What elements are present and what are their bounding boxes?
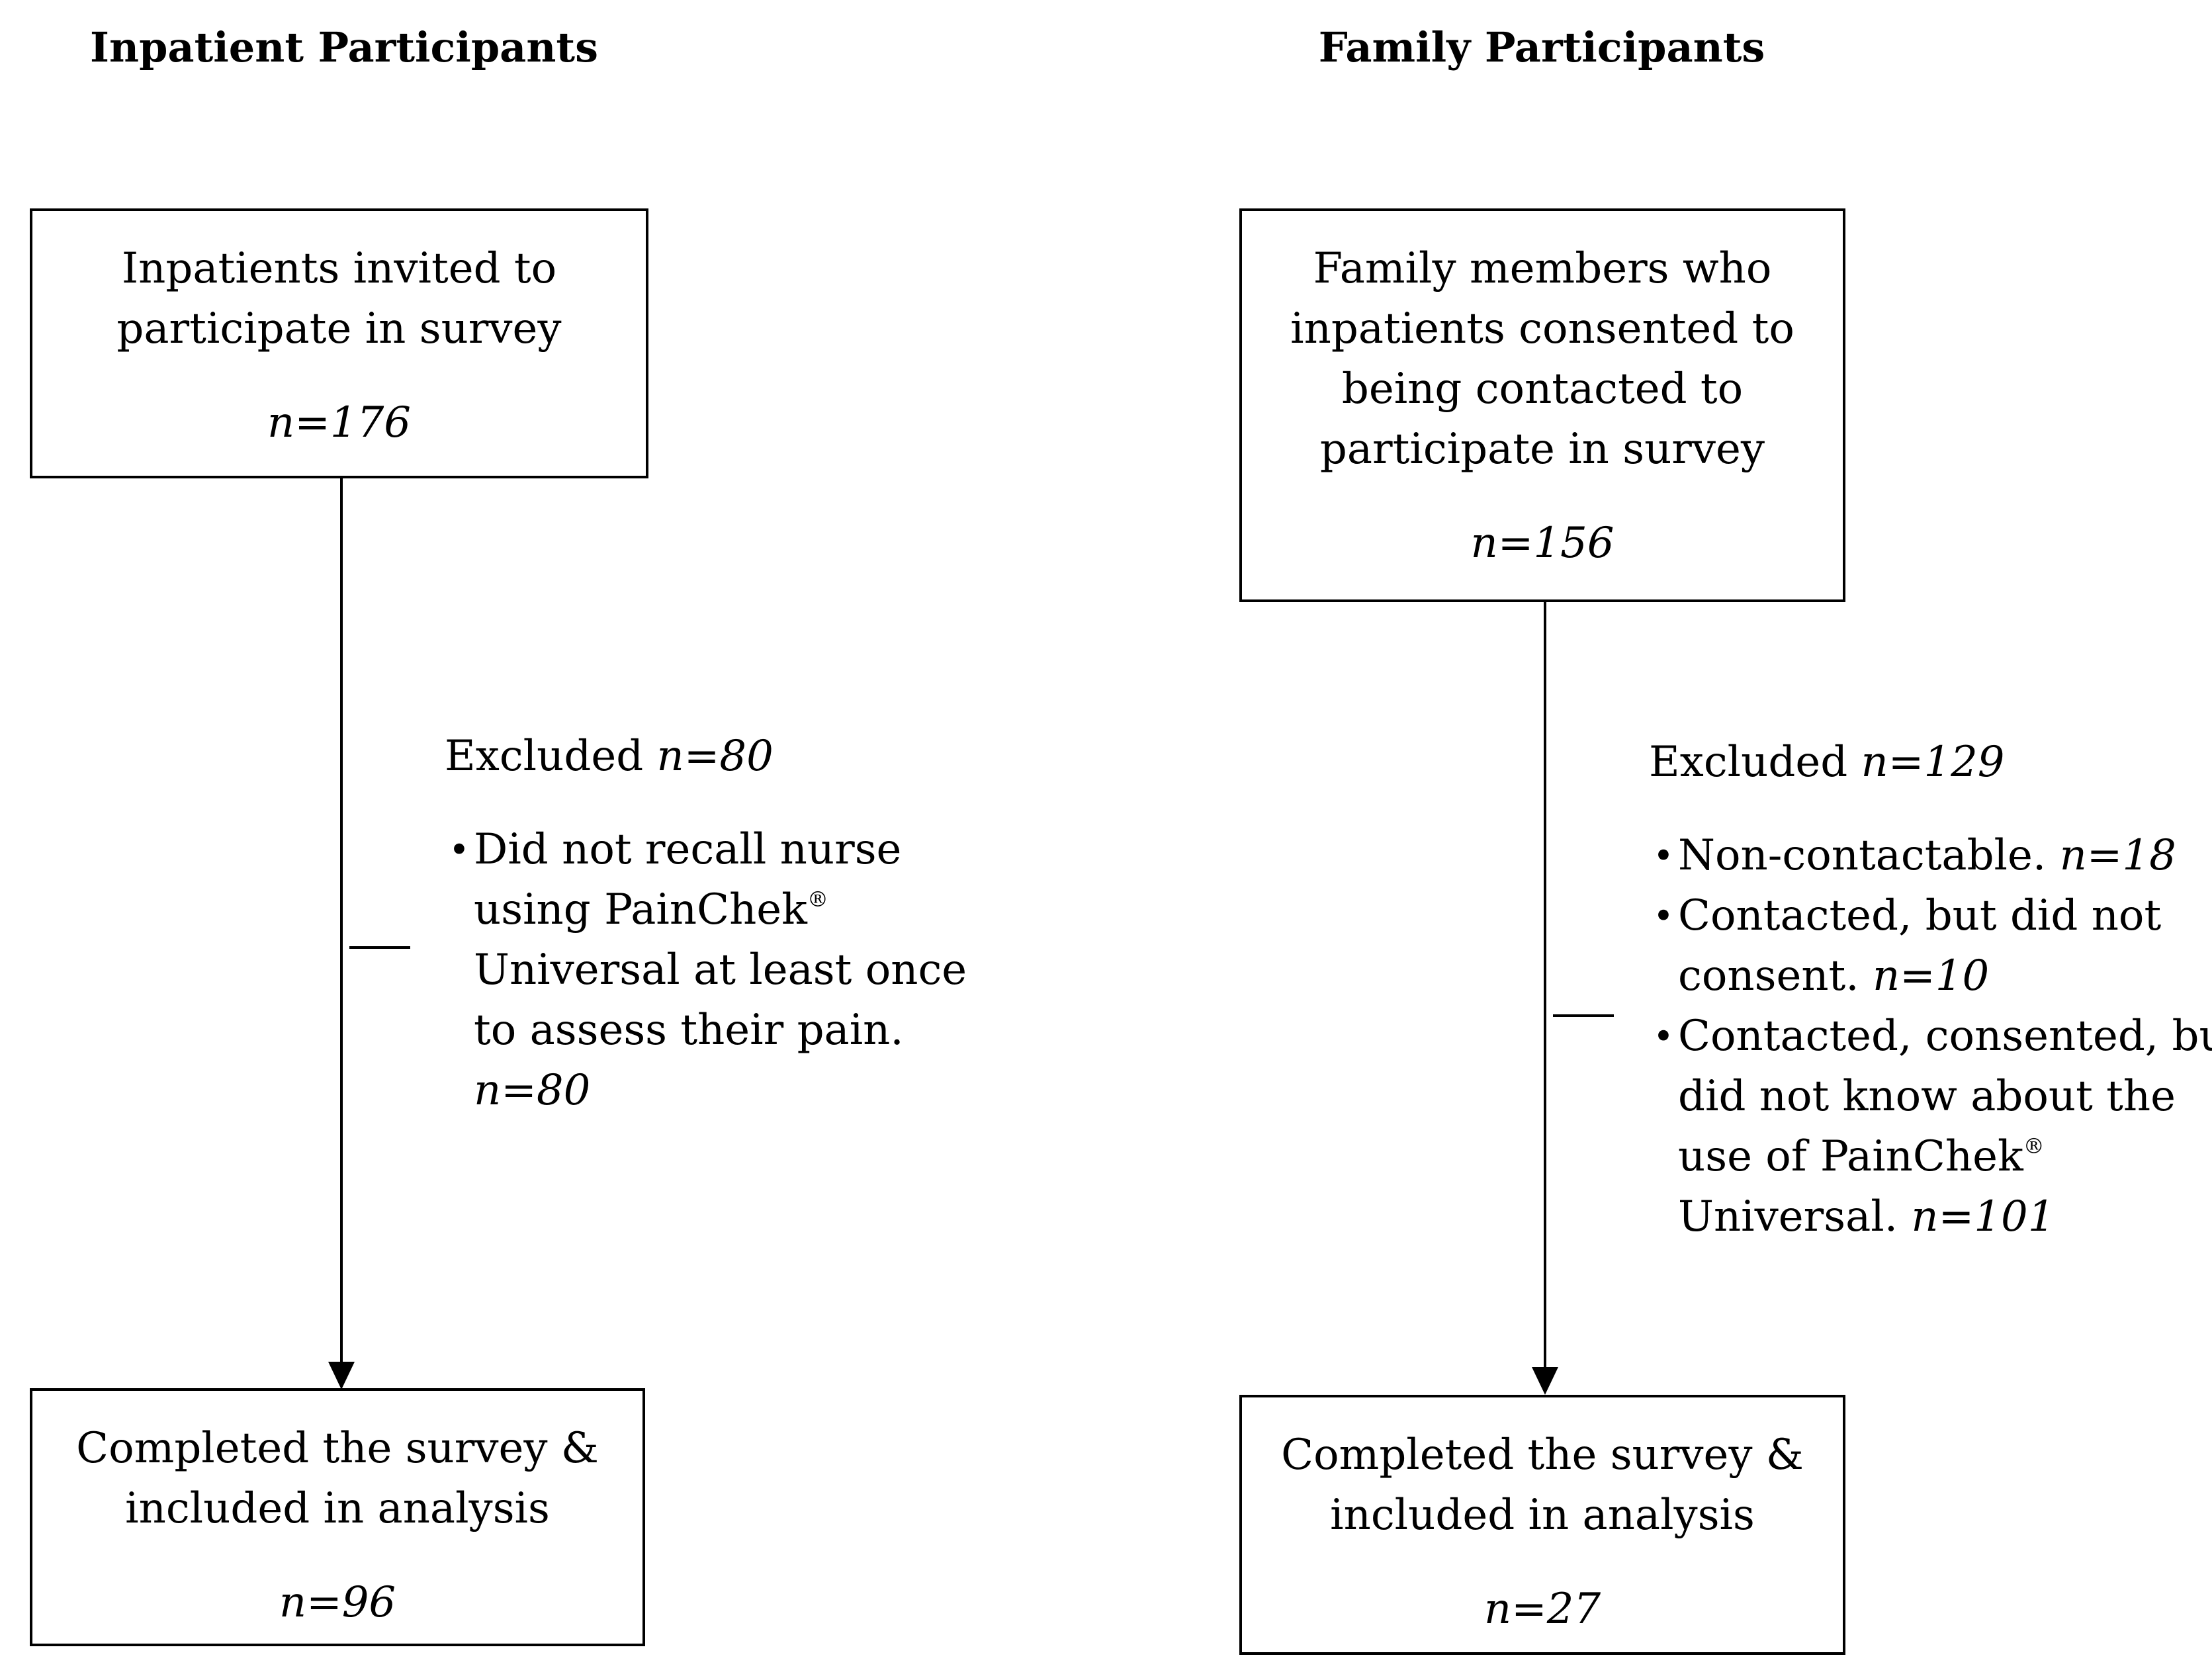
box-count: n=27	[1483, 1585, 1601, 1634]
inpatients-completed-box: Completed the survey & included in analy…	[30, 1388, 645, 1646]
bullet-icon: •	[1653, 835, 1674, 877]
box-text-line: participate in survey	[1319, 425, 1765, 474]
registered-mark: ®	[2023, 1133, 2045, 1159]
box-text-line: Completed the survey &	[76, 1424, 599, 1473]
box-text-line: inpatients consented to	[1290, 304, 1794, 353]
exclusion-heading: Excluded n=129	[1649, 732, 2212, 793]
item-count: n=18	[2059, 831, 2176, 880]
right-flow-line	[1544, 602, 1546, 1383]
exclusion-item: • Non-contactable. n=18	[1649, 826, 2212, 886]
item-text-line: Contacted, but did not	[1678, 891, 2162, 940]
box-count: n=156	[1470, 519, 1615, 568]
exclusion-count: n=80	[656, 732, 774, 781]
left-flow-line	[340, 478, 343, 1375]
right-arrowhead	[1532, 1367, 1558, 1395]
item-text-line: Non-contactable. n=18	[1678, 826, 2212, 886]
bullet-icon: •	[1653, 1016, 1674, 1057]
exclusion-heading: Excluded n=80	[445, 727, 967, 787]
box-count: n=176	[267, 398, 411, 447]
item-text-fragment: consent.	[1678, 951, 1859, 1000]
item-text-fragment: use of PainChek	[1678, 1132, 2023, 1181]
item-count: n=10	[1872, 951, 1990, 1000]
item-text-fragment: Non-contactable.	[1678, 831, 2047, 880]
box-text-line: Completed the survey &	[1281, 1431, 1804, 1479]
exclusion-label: Excluded	[445, 732, 644, 781]
exclusion-list: • Non-contactable. n=18 • Contacted, but…	[1649, 826, 2212, 1247]
box-text-line: included in analysis	[125, 1484, 550, 1533]
item-text-line: Did not recall nurse	[474, 825, 902, 874]
item-text-line: using PainChek®	[474, 880, 967, 940]
family-participants-heading: Family Participants	[1318, 23, 1765, 71]
box-count: n=96	[279, 1578, 396, 1627]
exclusion-list: • Did not recall nurse using PainChek® U…	[445, 820, 967, 1121]
item-count: n=80	[474, 1066, 591, 1115]
registered-mark: ®	[807, 887, 828, 912]
item-text-line: did not know about the	[1678, 1072, 2176, 1121]
inpatients-invited-box: Inpatients invited to participate in sur…	[30, 208, 648, 478]
item-text-line: Contacted, consented, but	[1678, 1012, 2212, 1061]
box-text-line: Inpatients invited to	[121, 244, 557, 293]
box-text-line: participate in survey	[116, 304, 562, 353]
left-arrowhead	[328, 1362, 355, 1390]
family-exclusion-note: Excluded n=129 • Non-contactable. n=18 •…	[1649, 732, 2212, 1247]
item-text-line: to assess their pain.	[474, 1006, 904, 1055]
item-text-line: use of PainChek®	[1678, 1127, 2212, 1187]
bullet-icon: •	[1653, 895, 1674, 937]
inpatient-participants-heading: Inpatient Participants	[90, 23, 598, 71]
exclusion-item: • Contacted, but did not consent. n=10	[1649, 886, 2212, 1006]
item-text-line: consent. n=10	[1678, 946, 2212, 1006]
item-count: n=101	[1911, 1192, 2055, 1241]
family-members-contacted-box: Family members who inpatients consented …	[1239, 208, 1845, 602]
box-text-line: included in analysis	[1330, 1491, 1755, 1540]
item-text-line: Universal at least once	[474, 946, 967, 994]
exclusion-item: • Did not recall nurse using PainChek® U…	[445, 820, 967, 1121]
item-text-line: Universal. n=101	[1678, 1187, 2212, 1247]
bullet-icon: •	[449, 829, 470, 871]
box-text-line: being contacted to	[1341, 365, 1744, 414]
box-text-line: Family members who	[1313, 244, 1772, 293]
inpatient-exclusion-note: Excluded n=80 • Did not recall nurse usi…	[445, 727, 967, 1121]
item-text-fragment: Universal.	[1678, 1192, 1898, 1241]
right-exclusion-connector	[1553, 1014, 1614, 1017]
left-exclusion-connector	[349, 946, 410, 949]
exclusion-count: n=129	[1861, 738, 2005, 787]
exclusion-item: • Contacted, consented, but did not know…	[1649, 1006, 2212, 1247]
exclusion-label: Excluded	[1649, 738, 1848, 787]
family-completed-box: Completed the survey & included in analy…	[1239, 1395, 1845, 1655]
item-text-fragment: using PainChek	[474, 885, 807, 934]
